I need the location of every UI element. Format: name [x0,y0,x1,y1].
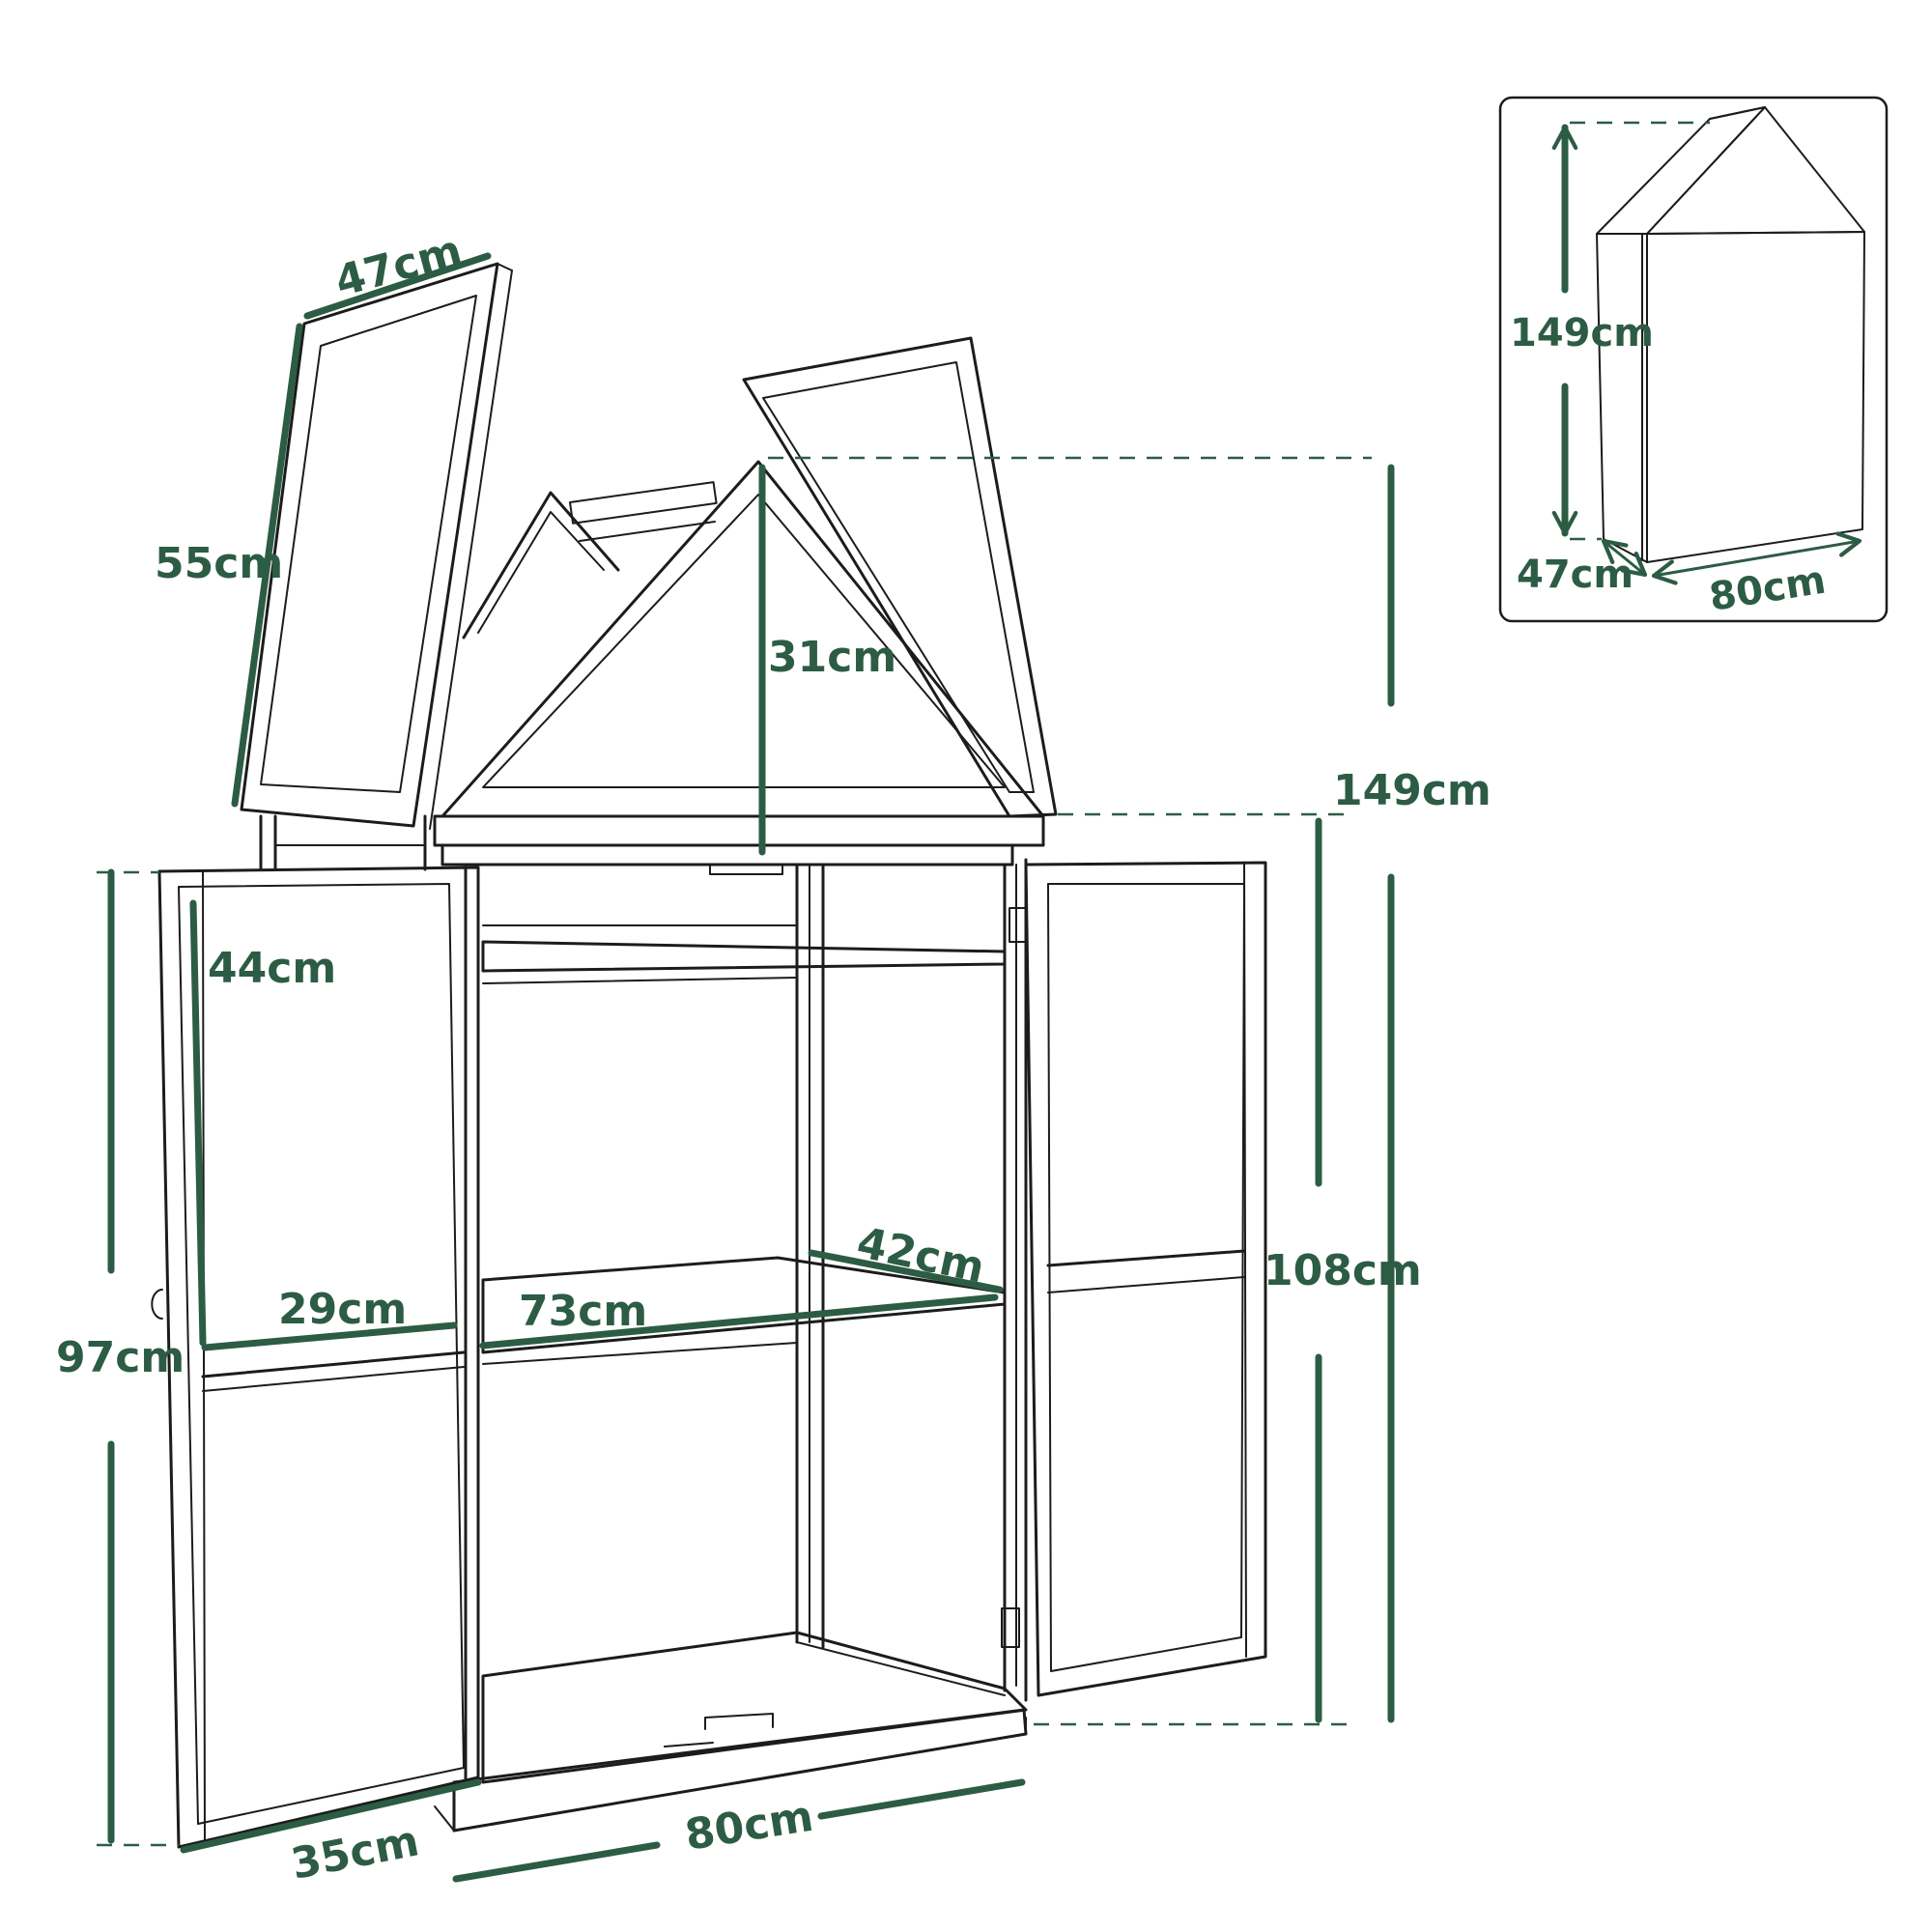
shelf-depth-arrow [808,1249,1004,1293]
cabinet-height-label: 108cm [1264,1246,1422,1295]
inset-height-label: 149cm [1510,311,1654,355]
base-width-label: 80cm [682,1792,817,1861]
door-panel-height-label: 44cm [208,944,336,993]
right-roof-lid [742,336,1058,818]
front-roof-triangle [433,460,1045,847]
lid-length-arrow [231,323,303,808]
door-panel-width-label: 29cm [278,1285,407,1334]
inset-depth-arrow [1601,538,1648,578]
inset-overview: 149cm 47cm 80cm [1498,96,1889,623]
door-panel-height-arrow [189,899,207,1347]
lid-length-label: 55cm [155,539,283,588]
left-door [151,866,480,1849]
dimension-labels: 47cm 55cm 31cm 149cm 108cm 97cm 44cm 29c… [56,226,1492,1889]
greenhouse-drawing [151,262,1267,1849]
back-roof-gable [462,481,718,639]
total-height-label: 149cm [1333,766,1492,815]
door-width-arrow [180,1778,482,1854]
shelf-width-arrow [479,1293,999,1350]
inset-width-arrow [1651,531,1862,585]
roof-height-label: 31cm [768,633,896,682]
door-width-label: 35cm [287,1816,422,1889]
door-panel-width-arrow [201,1321,458,1351]
dimension-lines [97,252,1395,1883]
base-width-arrow-left [452,1841,661,1883]
base-width-arrow-right [817,1778,1026,1820]
right-door [1024,861,1267,1697]
door-height-label: 97cm [56,1333,185,1382]
lid-width-arrow [303,252,492,320]
inset-depth-label: 47cm [1517,553,1634,597]
shelf-depth-label: 42cm [853,1218,989,1293]
inset-frame [1498,96,1889,623]
shelf-width-label: 73cm [519,1287,647,1336]
